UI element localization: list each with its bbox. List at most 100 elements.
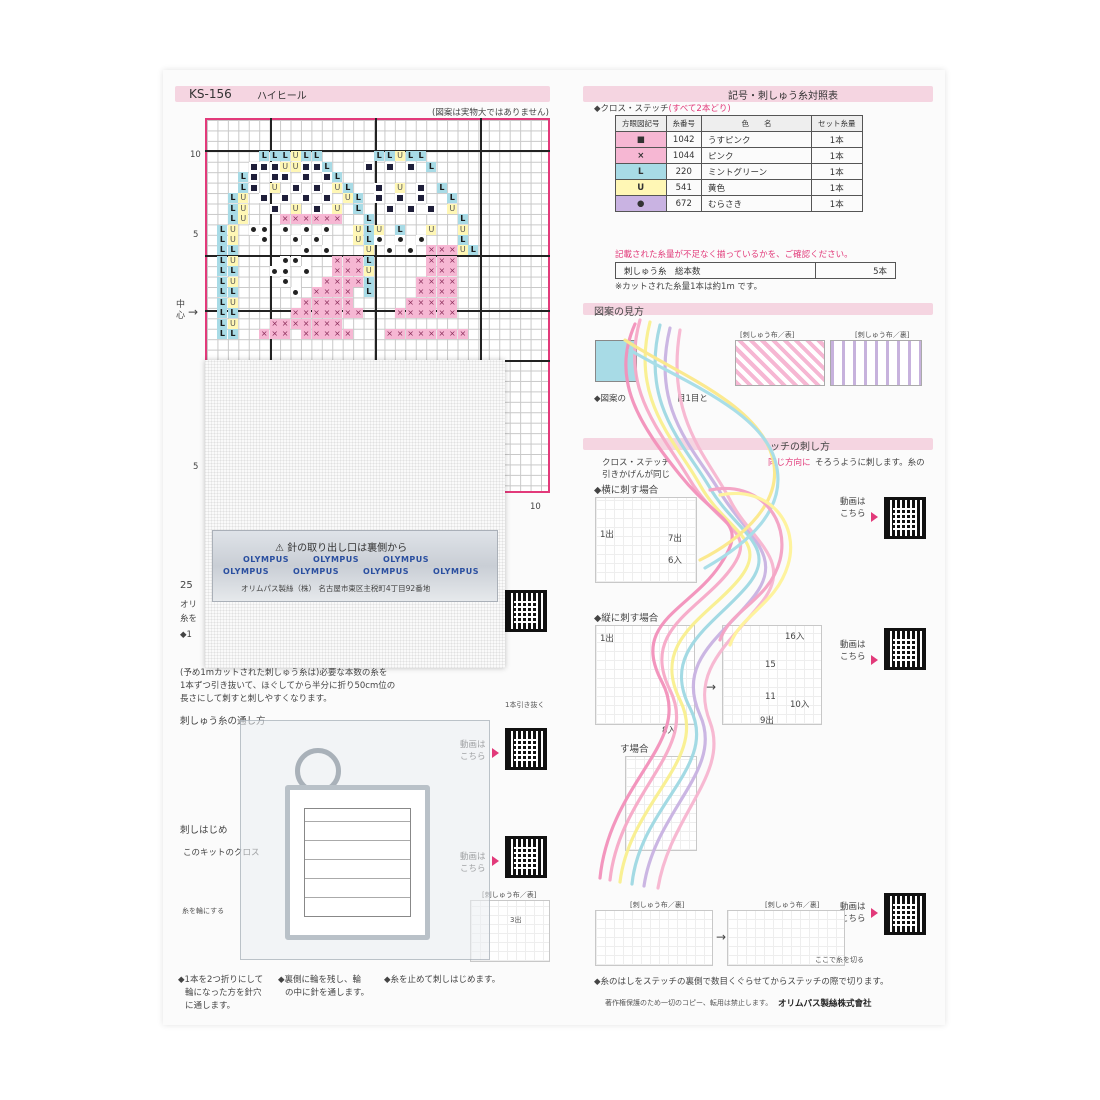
pattern-cell: L	[217, 308, 228, 319]
pattern-cell: ×	[321, 308, 332, 319]
pattern-cell: U	[280, 161, 291, 172]
left-text-ito: 糸を	[180, 614, 198, 624]
step2-line2: の中に針を通します。	[285, 988, 370, 998]
pattern-cell: L	[227, 193, 238, 204]
end-note: ◆糸のはしをステッチの裏側で数目くぐらせてからステッチの際で切ります。	[594, 977, 889, 987]
company-logo: オリムパス製絲株式會社	[778, 999, 872, 1009]
qr-code[interactable]	[505, 728, 547, 770]
pattern-cell: ×	[301, 318, 312, 329]
horizontal-title: ◆横に刺す場合	[594, 485, 659, 496]
pattern-cell: ×	[259, 329, 270, 339]
pattern-cell	[269, 203, 280, 214]
pattern-cell: ×	[436, 329, 447, 339]
grid-center-line	[205, 310, 550, 312]
pattern-cell: ×	[342, 308, 353, 319]
pattern-cell	[426, 203, 437, 214]
pattern-cell: L	[321, 161, 332, 172]
copyright: 著作権保護のため一切のコピー、転用は禁止します。	[605, 999, 773, 1007]
key-qty: 1本	[811, 195, 863, 212]
key-symbol: U	[615, 179, 667, 196]
pattern-cell	[395, 234, 406, 245]
front-label: [刺しゅう布／表]	[740, 331, 795, 339]
key-qty: 1本	[811, 163, 863, 180]
pattern-cell: L	[217, 234, 228, 245]
pattern-cell: L	[227, 287, 238, 298]
back-label: [刺しゅう布／裏]	[855, 331, 910, 339]
pattern-cell: ×	[269, 329, 280, 339]
pattern-cell: L	[384, 151, 395, 162]
qr-code[interactable]	[884, 497, 926, 539]
pattern-cell: ×	[436, 245, 447, 256]
pattern-cell: L	[217, 329, 228, 339]
pattern-cell	[416, 234, 426, 245]
y-label-5: 5	[193, 230, 199, 240]
qr-code[interactable]	[884, 628, 926, 670]
pattern-cell: L	[311, 151, 322, 162]
cut-note: ※カットされた糸量1本は約1m です。	[615, 282, 763, 292]
pattern-cell: U	[363, 266, 374, 277]
step1-line1: ◆1本を2つ折りにして	[178, 975, 264, 985]
pattern-cell	[259, 161, 270, 172]
pattern-cell: L	[457, 234, 468, 245]
stitch-title: ッチの刺し方	[770, 442, 830, 453]
pattern-cell: ×	[405, 297, 416, 308]
video-label2: こちら	[840, 509, 866, 519]
brand-text: OLYMPUS	[383, 555, 430, 564]
needle-notice: ⚠ 針の取り出し口は裏側から	[275, 543, 408, 554]
pattern-cell: ×	[332, 308, 343, 319]
pattern-cell	[269, 266, 280, 277]
pattern-cell: ×	[332, 266, 343, 277]
grid-major-line	[205, 150, 550, 152]
pattern-cell: L	[227, 266, 238, 277]
pattern-cell	[248, 161, 259, 172]
pattern-cell: U	[238, 193, 249, 204]
arrow-right-icon: →	[716, 930, 727, 944]
left-text-ori: オリ	[180, 600, 198, 610]
pattern-cell: ×	[447, 266, 458, 277]
video-label2: こちら	[840, 652, 866, 662]
left-text-1: ◆1	[180, 630, 192, 640]
arrow-icon	[492, 748, 499, 758]
pattern-cell	[290, 182, 301, 193]
left-text-line3: 長さにして刺すと刺しやすくなります。	[180, 694, 332, 704]
pattern-cell: L	[280, 151, 291, 162]
pattern-cell: ×	[290, 214, 301, 225]
step-9out: 9出	[760, 716, 774, 726]
pattern-cell	[416, 193, 426, 204]
pattern-cell: ×	[311, 329, 322, 339]
vertical-diagram-2	[722, 625, 822, 725]
video-label: 動画は	[840, 902, 866, 912]
pattern-cell: ×	[321, 276, 332, 287]
pattern-cell: L	[457, 214, 468, 225]
pattern-cell: L	[363, 276, 374, 287]
pattern-cell: L	[353, 193, 364, 204]
pattern-cell: U	[227, 297, 238, 308]
horizontal-diagram	[595, 497, 697, 583]
pattern-cell: ×	[353, 276, 364, 287]
pattern-cell: U	[290, 203, 301, 214]
qr-code[interactable]	[505, 590, 547, 632]
needle-pack: ⚠ 針の取り出し口は裏側から OLYMPUS OLYMPUS OLYMPUS O…	[212, 530, 498, 602]
pattern-cell: L	[301, 151, 312, 162]
pattern-cell: ×	[290, 308, 301, 319]
qr-code[interactable]	[884, 893, 926, 935]
video-label: 動画は	[840, 497, 866, 507]
brand-text: OLYMPUS	[223, 567, 270, 576]
pattern-cell: ×	[332, 255, 343, 266]
check-note: 記載された糸量が不足なく揃っているかを、ご確認ください。	[615, 250, 853, 260]
pattern-cell: ×	[395, 329, 406, 339]
pattern-cell: ×	[342, 297, 353, 308]
pattern-cell: U	[447, 203, 458, 214]
pattern-cell: U	[395, 182, 406, 193]
cross-stitch-label: ◆クロス・ステッチ(すべて2本どり)	[594, 104, 731, 115]
key-symbol: ●	[615, 195, 667, 212]
pattern-cell: ×	[436, 255, 447, 266]
pattern-cell	[311, 161, 322, 172]
grid-major-line	[270, 118, 272, 493]
pattern-cell	[259, 193, 270, 204]
pattern-cell: ×	[311, 297, 322, 308]
pattern-cell	[321, 245, 332, 256]
pattern-cell: L	[426, 161, 437, 172]
qr-code[interactable]	[505, 836, 547, 878]
pattern-cell	[405, 203, 416, 214]
